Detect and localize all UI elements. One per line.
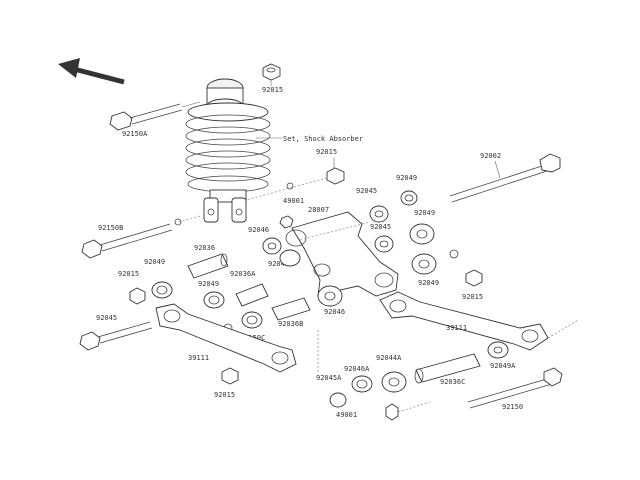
label-92049-a: 92049 bbox=[396, 174, 417, 182]
bush-92049-e[interactable] bbox=[411, 253, 437, 275]
label-92036c: 92036C bbox=[440, 378, 465, 386]
bush-92046-b[interactable] bbox=[279, 249, 301, 267]
label-92015-mid: 92015 bbox=[316, 148, 337, 156]
bush-92049-b[interactable] bbox=[409, 223, 435, 245]
label-92015-top: 92015 bbox=[262, 86, 283, 94]
label-92150b: 92150B bbox=[98, 224, 123, 232]
sleeve-92045-b[interactable] bbox=[374, 235, 394, 253]
label-92049a: 92049A bbox=[490, 362, 516, 370]
label-49001-bottom: 49001 bbox=[336, 411, 357, 419]
label-92046-c: 92046 bbox=[324, 308, 345, 316]
bush-92049-a[interactable] bbox=[400, 190, 418, 206]
sleeve-92150c[interactable] bbox=[241, 311, 263, 329]
sleeve-92036a[interactable] bbox=[235, 283, 269, 307]
label-92046-a: 92046 bbox=[248, 226, 269, 234]
bush-92049a-right[interactable] bbox=[487, 341, 509, 359]
nut-92015-left[interactable] bbox=[129, 287, 146, 305]
label-92046a: 92046A bbox=[344, 365, 370, 373]
bush-92049a[interactable] bbox=[381, 371, 407, 393]
bolt-92150b[interactable] bbox=[81, 218, 182, 259]
label-39111-right: 39111 bbox=[446, 324, 467, 332]
label-92015-left: 92015 bbox=[118, 270, 139, 278]
label-92049-b: 92049 bbox=[414, 209, 435, 217]
collar-49001-bottom[interactable] bbox=[385, 403, 399, 421]
bolt-92002[interactable] bbox=[449, 153, 561, 203]
nut-92015-bottom[interactable] bbox=[221, 367, 239, 385]
direction-arrow-icon bbox=[58, 58, 125, 85]
bolt-92150a[interactable] bbox=[109, 101, 201, 131]
label-92002: 92002 bbox=[480, 152, 501, 160]
bolt-92045-c[interactable] bbox=[79, 321, 153, 351]
label-92150: 92150 bbox=[502, 403, 523, 411]
label-92015-bottom: 92015 bbox=[214, 391, 235, 399]
label-92049-e: 92049 bbox=[418, 279, 439, 287]
nut-92015-right[interactable] bbox=[465, 269, 483, 287]
bush-92046-a[interactable] bbox=[262, 237, 282, 255]
nut-92015-mid[interactable] bbox=[326, 158, 345, 185]
label-92049-d: 92049 bbox=[198, 280, 219, 288]
label-28007: 28007 bbox=[308, 206, 329, 214]
label-92044a: 92044A bbox=[376, 354, 402, 362]
bush-92046a[interactable] bbox=[351, 375, 373, 393]
collar-49001-top[interactable] bbox=[279, 215, 294, 229]
sleeve-92045[interactable] bbox=[369, 205, 389, 223]
label-92015-right: 92015 bbox=[462, 293, 483, 301]
label-39111-left: 39111 bbox=[188, 354, 209, 362]
sleeve-92044a[interactable] bbox=[414, 353, 481, 384]
sleeve-92036b[interactable] bbox=[271, 297, 311, 321]
label-49001-top: 49001 bbox=[283, 197, 304, 205]
label-92036a: 92036A bbox=[230, 270, 256, 278]
label-shock-absorber: Set, Shock Absorber bbox=[283, 135, 363, 143]
label-92045: 92045 bbox=[356, 187, 377, 195]
rocker-arm-28007[interactable] bbox=[285, 211, 399, 301]
sleeve-92036[interactable] bbox=[187, 253, 229, 279]
shock-absorber[interactable] bbox=[185, 78, 271, 223]
bush-92049-d[interactable] bbox=[203, 291, 225, 309]
label-92045-c: 92045 bbox=[96, 314, 117, 322]
sleeve-92045a[interactable] bbox=[329, 392, 347, 408]
bush-92049-c[interactable] bbox=[151, 281, 173, 299]
label-92045a: 92045A bbox=[316, 374, 342, 382]
bolt-92150[interactable] bbox=[467, 367, 563, 409]
label-92046-b: 92046 bbox=[268, 260, 289, 268]
label-92036b: 92036B bbox=[278, 320, 303, 328]
label-92036: 92036 bbox=[194, 244, 215, 252]
label-92049-c: 92049 bbox=[144, 258, 165, 266]
nut-92015-top[interactable] bbox=[262, 63, 281, 86]
bush-92046-c[interactable] bbox=[317, 285, 343, 307]
label-92150a: 92150A bbox=[122, 130, 148, 138]
label-92045-b: 92045 bbox=[370, 223, 391, 231]
tie-rod-39111-left[interactable] bbox=[155, 303, 297, 373]
